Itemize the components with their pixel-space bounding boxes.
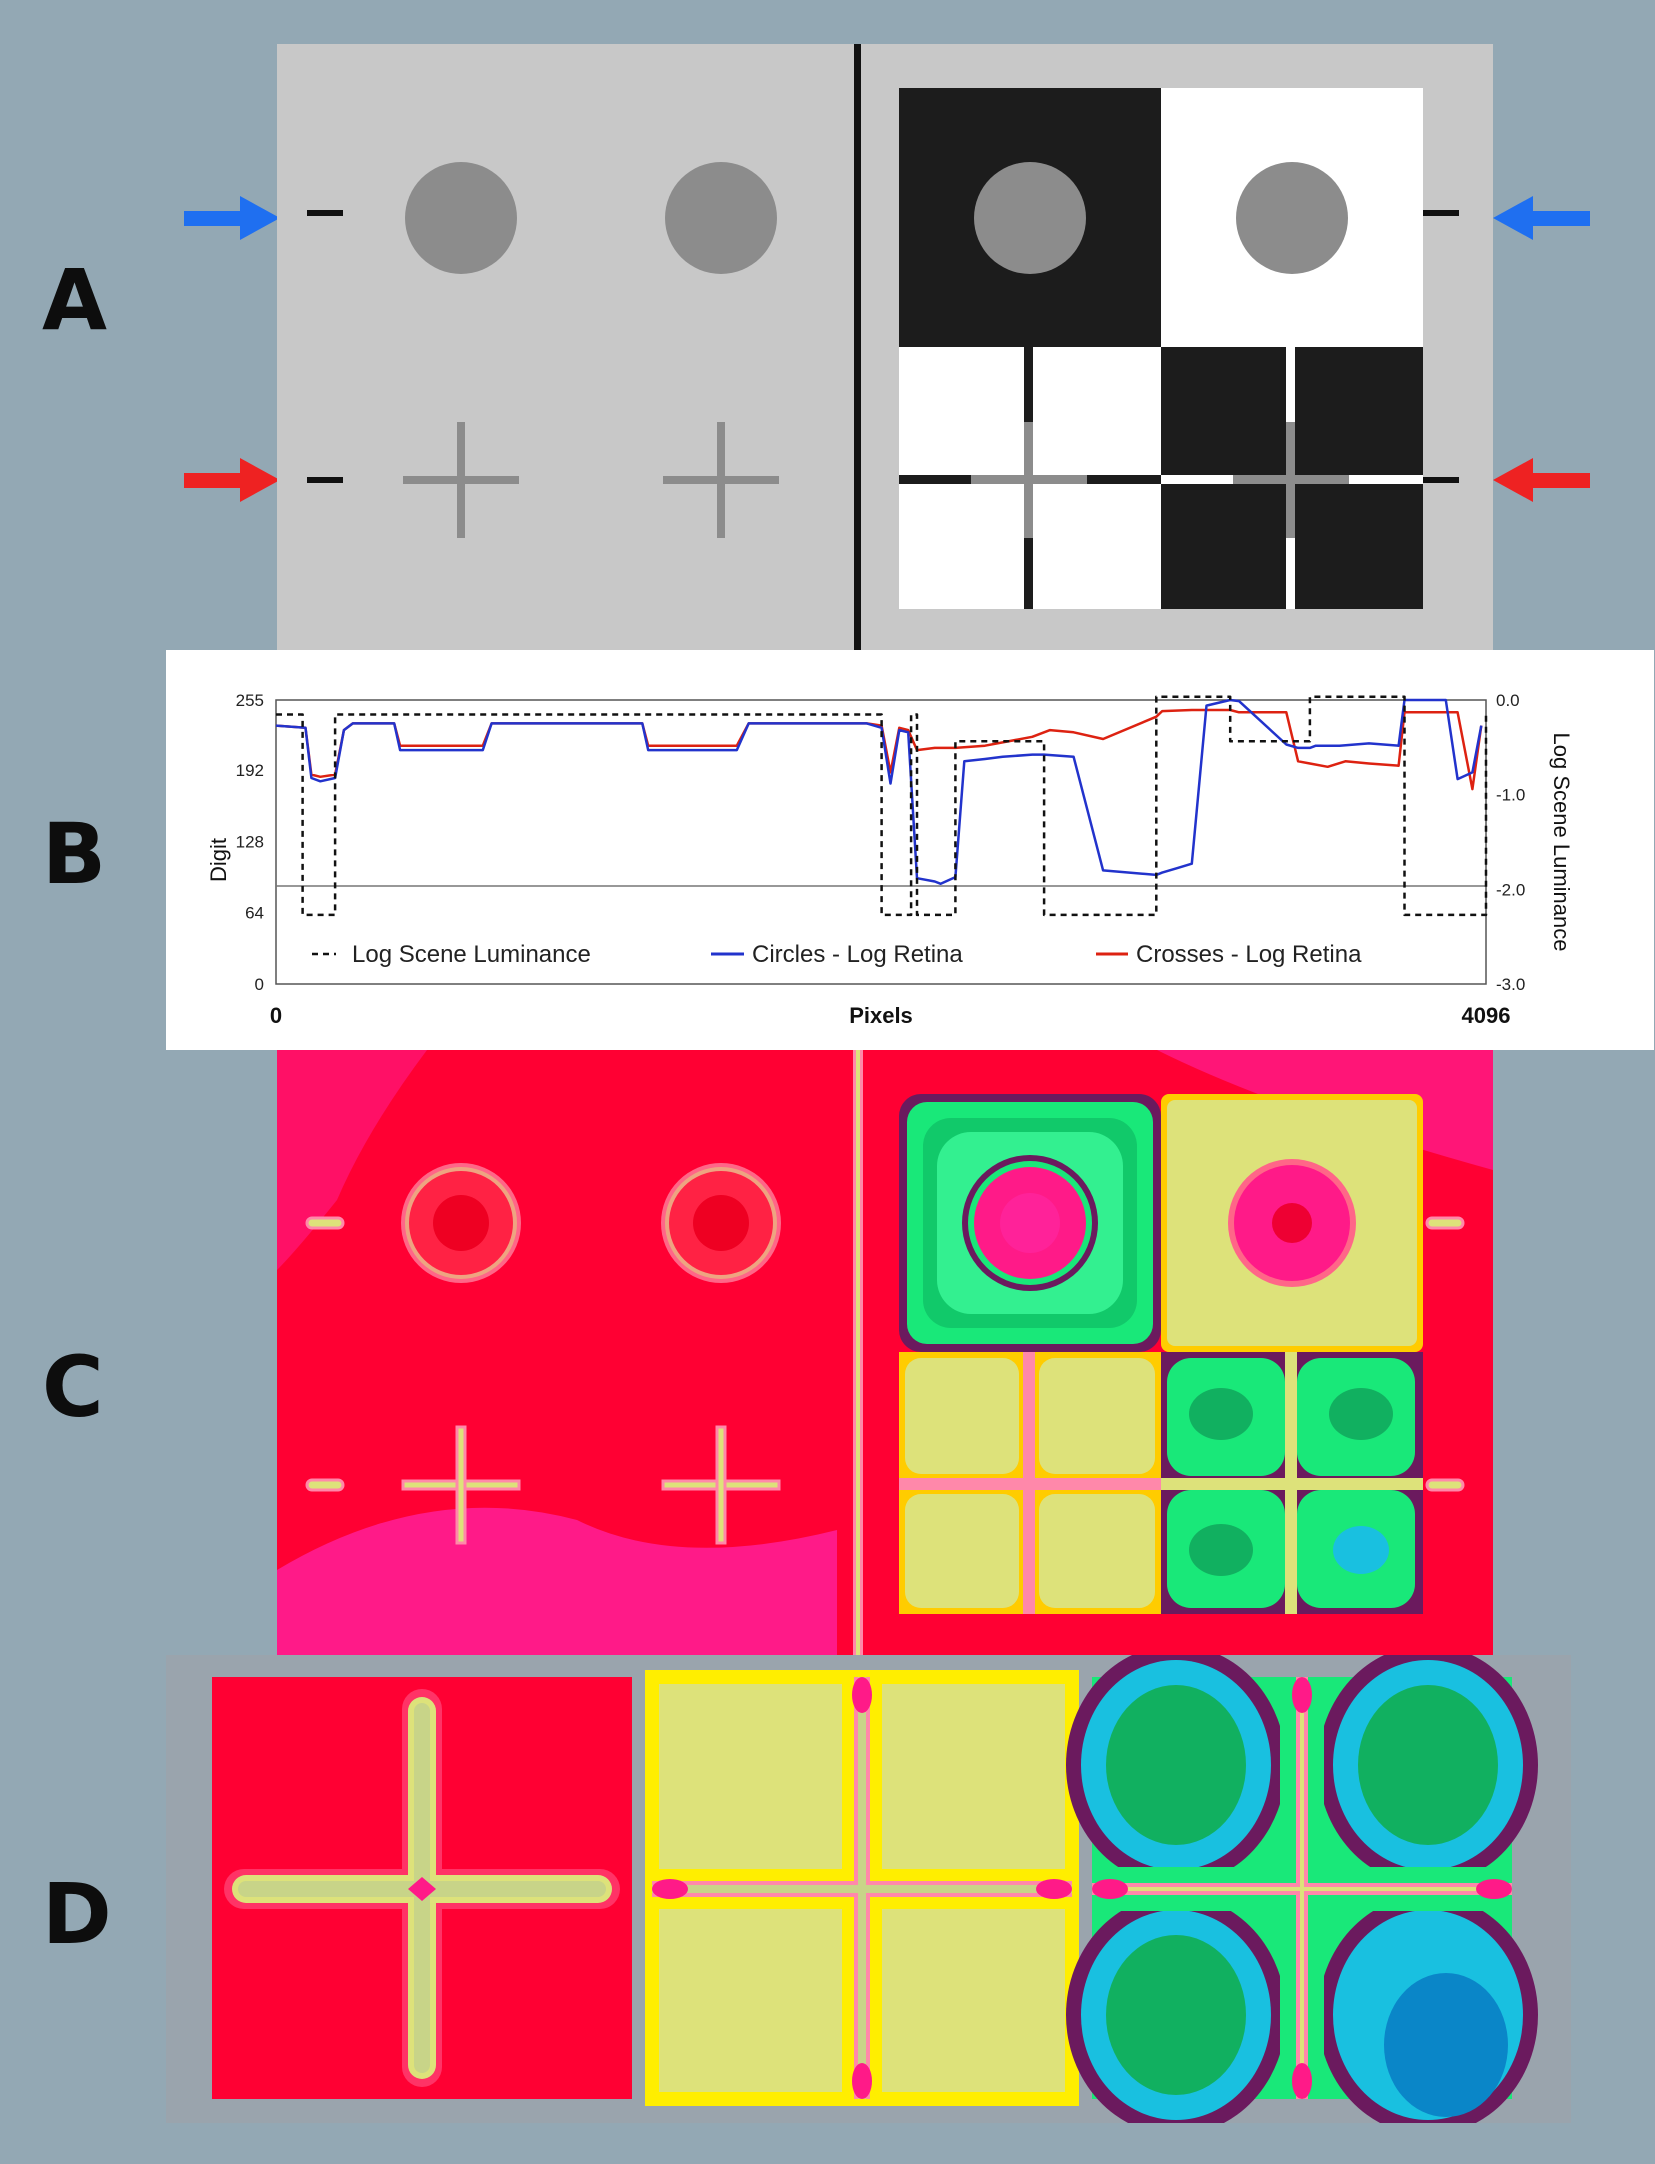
legend-label: Circles - Log Retina bbox=[752, 941, 963, 968]
gray-cross bbox=[971, 422, 1087, 538]
false-color-circle bbox=[401, 1163, 521, 1283]
y-tick-label: 0 bbox=[255, 975, 264, 994]
y-tick-label-right: 0.0 bbox=[1496, 691, 1520, 710]
marker-dash bbox=[1423, 477, 1459, 483]
gray-cross bbox=[1233, 422, 1349, 538]
false-color-dash bbox=[1425, 1216, 1465, 1230]
x-tick-label: 0 bbox=[270, 1003, 282, 1028]
legend-label: Log Scene Luminance bbox=[352, 941, 591, 968]
false-color-circle bbox=[661, 1163, 781, 1283]
enlarged-cross-gray-background bbox=[212, 1677, 632, 2099]
y-tick-label-right: -1.0 bbox=[1496, 786, 1525, 805]
y-tick-label: 128 bbox=[236, 832, 264, 851]
red-arrow-left-icon bbox=[184, 458, 280, 502]
series-line-circles-log-retina bbox=[275, 698, 1483, 886]
y-axis-title: Digit bbox=[206, 838, 231, 882]
divider-line bbox=[854, 44, 861, 650]
x-axis-title: Pixels bbox=[849, 1003, 913, 1028]
legend-label: Crosses - Log Retina bbox=[1136, 941, 1362, 968]
legend: Log Scene Luminance Circles - Log Retina… bbox=[312, 941, 1362, 968]
false-color-square-light bbox=[1161, 1094, 1423, 1352]
luminance-profile-chart: 0 64 128 192 255 0.0 -1.0 -2.0 -3.0 Digit Log S… bbox=[206, 691, 1574, 1028]
red-arrow-right-icon bbox=[1493, 458, 1590, 502]
panel-label-c: C bbox=[42, 1338, 104, 1436]
arrows-layer bbox=[184, 196, 1590, 502]
gray-cross bbox=[663, 422, 779, 538]
gray-circle bbox=[1236, 162, 1348, 274]
divider-core bbox=[856, 1050, 860, 1655]
blue-arrow-right-icon bbox=[1493, 196, 1590, 240]
panel-b-chart: 0 64 128 192 255 0.0 -1.0 -2.0 -3.0 Digit Log S… bbox=[166, 650, 1654, 1050]
marker-dash bbox=[1423, 210, 1459, 216]
y-tick-label-right: -3.0 bbox=[1496, 975, 1525, 994]
gray-circle bbox=[405, 162, 517, 274]
y-tick-label: 192 bbox=[236, 761, 264, 780]
gray-circle bbox=[974, 162, 1086, 274]
false-color-cross bbox=[661, 1425, 781, 1545]
panel-label-a: A bbox=[42, 251, 108, 349]
panel-a-stimulus bbox=[277, 44, 1493, 650]
false-color-cross bbox=[401, 1425, 521, 1545]
x-tick-label: 4096 bbox=[1462, 1003, 1511, 1028]
blue-arrow-left-icon bbox=[184, 196, 280, 240]
marker-dash bbox=[307, 477, 343, 483]
pink-region bbox=[277, 1507, 837, 1655]
y-tick-label: 255 bbox=[236, 691, 264, 710]
false-color-dash bbox=[305, 1478, 345, 1492]
false-color-square-dark bbox=[1161, 1352, 1423, 1614]
false-color-square-light bbox=[899, 1352, 1161, 1614]
panel-d-enlarged-crosses bbox=[166, 1655, 1571, 2123]
y-tick-label-right: -2.0 bbox=[1496, 880, 1525, 899]
enlarged-cross-black-background bbox=[1066, 1655, 1538, 2123]
panel-label-b: B bbox=[42, 805, 107, 903]
panel-c-false-color bbox=[277, 1050, 1493, 1655]
pink-region bbox=[277, 1050, 427, 1270]
panel-label-d: D bbox=[42, 1865, 112, 1963]
gray-circle bbox=[665, 162, 777, 274]
gray-cross bbox=[403, 422, 519, 538]
y-axis-title-right: Log Scene Luminance bbox=[1549, 733, 1574, 952]
false-color-dash bbox=[1425, 1478, 1465, 1492]
false-color-square-dark bbox=[899, 1094, 1161, 1352]
enlarged-cross-white-background bbox=[645, 1670, 1079, 2106]
marker-dash bbox=[307, 210, 343, 216]
false-color-dash bbox=[305, 1216, 345, 1230]
series-line-log-scene-luminance bbox=[276, 695, 1488, 917]
y-tick-label: 64 bbox=[245, 904, 264, 923]
